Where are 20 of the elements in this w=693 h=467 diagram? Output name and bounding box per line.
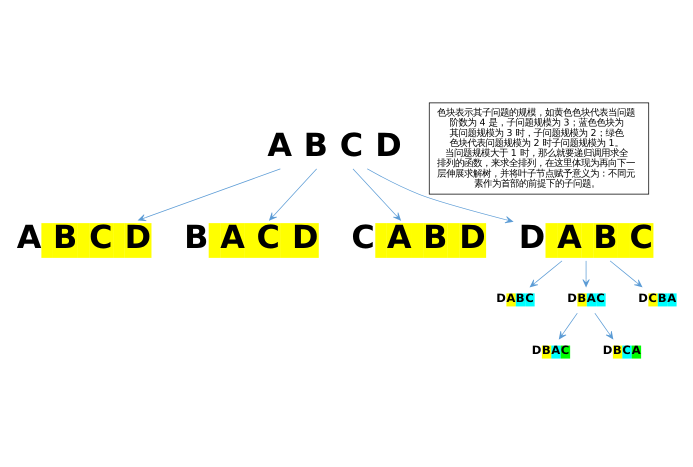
node-label: D (567, 290, 577, 304)
arrow (366, 168, 514, 223)
arrow (269, 168, 318, 220)
node-label: C (351, 217, 375, 256)
node-label: B (184, 217, 208, 256)
node-label: D (518, 217, 546, 256)
arrow (530, 260, 562, 287)
arrow (138, 168, 281, 221)
arrow (352, 168, 401, 220)
node-label: D (638, 290, 648, 304)
arrow (610, 260, 642, 287)
node-label: D (602, 342, 612, 357)
node-label: D (496, 290, 506, 304)
node-box: 色块表示其子问题的规模，如黄色色块代表当问题阶数为 4 是，子问题规模为 3；蓝色色块为其问题规模为 3 时，子问题规模为 2；绿色色块代表问题规模为 2 时子问题规模为 1。当问题规模大于 1 时，那么就要递归调用求全排列的函数，来求全排列，在这里体现为再向下一层伸展求解树，并将叶子节点赋予意义为：不同元素作为首部的前提下的子问题。 (428, 102, 650, 194)
arrow (582, 260, 590, 287)
node-label: D (532, 342, 542, 357)
node-text: A B C D (267, 125, 402, 164)
node-label: A (16, 217, 42, 256)
arrow (594, 312, 614, 339)
arrow (558, 312, 578, 339)
